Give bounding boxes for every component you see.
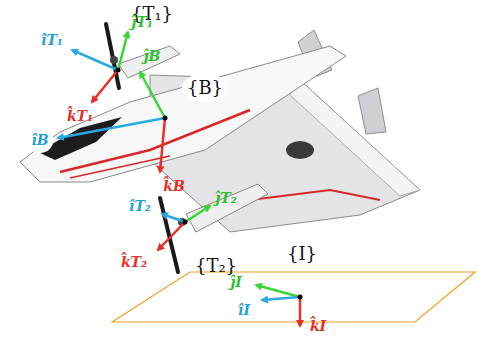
axis-arrow [299,297,302,326]
axis-label: k̂B [163,179,185,193]
fuselage [20,46,346,182]
axis-arrow [140,72,165,118]
stripe [250,190,380,200]
axis-label: ĵB [144,49,161,63]
wing-panel [290,80,420,196]
axis-arrow [72,50,118,70]
axis-arrow [185,206,210,222]
axis-arrow [158,222,185,250]
axis-arrow [256,285,300,297]
axis-label: k̂I [310,319,326,333]
axis-arrow [262,297,300,300]
frame-origin [183,220,188,225]
propeller [160,198,178,272]
axis-label: k̂T₁ [67,109,93,123]
axis-arrow [92,70,118,102]
frame-origin [116,68,121,73]
stripe [70,156,170,178]
axis-label: ĵI [230,275,242,289]
frame-origin [163,116,168,121]
nacelle [118,46,180,78]
axis-label: îT₁ [41,33,63,47]
axis-arrow [162,214,185,222]
axis-label: ĵT₂ [215,191,237,205]
axis-arrow [160,118,165,172]
axis-label: îB [26,127,53,153]
frame-label: {B} [182,73,228,103]
fan-duct [286,141,314,159]
ground-plane [112,272,475,322]
axis-label: ĵT₁ [131,15,153,29]
axis-arrow [118,32,128,70]
axis-label: îT₂ [129,199,151,213]
frame-label: {I} [287,245,317,263]
axis-label: îI [238,303,250,317]
spinner [110,56,118,64]
nacelle [186,184,268,232]
axis-label: k̂T₂ [121,255,147,269]
frame-label: {T₂} [195,257,237,275]
tail-fin [358,88,386,134]
frame-origin [298,295,303,300]
